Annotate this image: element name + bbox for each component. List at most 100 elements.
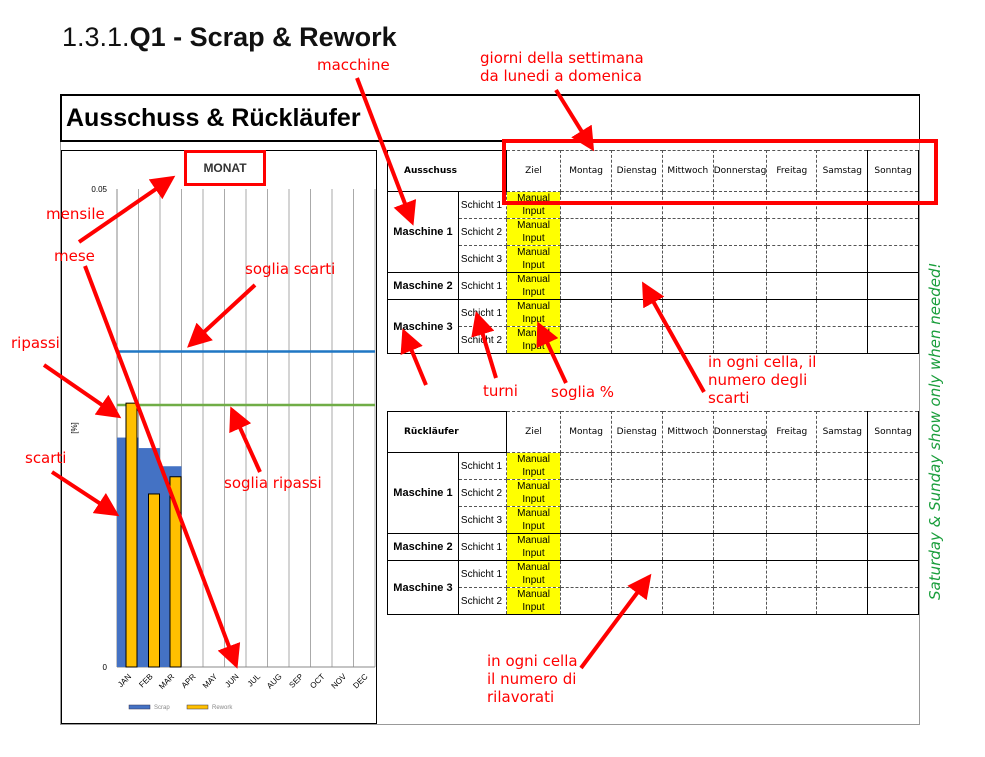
count-cell[interactable] bbox=[867, 218, 919, 246]
count-cell[interactable] bbox=[816, 218, 869, 246]
target-input-cell[interactable]: Manual Input bbox=[505, 506, 562, 534]
count-cell[interactable] bbox=[816, 452, 869, 480]
count-cell[interactable] bbox=[610, 191, 663, 219]
count-cell[interactable] bbox=[661, 506, 714, 534]
count-cell[interactable] bbox=[712, 479, 768, 507]
target-input-cell[interactable]: Manual Input bbox=[505, 272, 562, 300]
count-cell[interactable] bbox=[766, 299, 818, 327]
count-cell[interactable] bbox=[867, 587, 919, 615]
target-input-cell[interactable]: Manual Input bbox=[505, 587, 562, 615]
count-cell[interactable] bbox=[610, 560, 663, 588]
count-cell[interactable] bbox=[867, 272, 919, 300]
count-cell[interactable] bbox=[712, 533, 768, 561]
count-cell[interactable] bbox=[661, 479, 714, 507]
day-header: Mittwoch bbox=[661, 411, 714, 453]
count-cell[interactable] bbox=[661, 533, 714, 561]
count-cell[interactable] bbox=[610, 587, 663, 615]
chart-title: MONAT bbox=[184, 150, 266, 186]
target-input-cell[interactable]: Manual Input bbox=[505, 452, 562, 480]
count-cell[interactable] bbox=[816, 506, 869, 534]
target-input-cell[interactable]: Manual Input bbox=[505, 191, 562, 219]
count-cell[interactable] bbox=[766, 506, 818, 534]
target-input-cell[interactable]: Manual Input bbox=[505, 533, 562, 561]
count-cell[interactable] bbox=[867, 245, 919, 273]
count-cell[interactable] bbox=[661, 245, 714, 273]
count-cell[interactable] bbox=[816, 479, 869, 507]
count-cell[interactable] bbox=[560, 479, 612, 507]
count-cell[interactable] bbox=[661, 272, 714, 300]
count-cell[interactable] bbox=[712, 272, 768, 300]
count-cell[interactable] bbox=[816, 326, 869, 354]
count-cell[interactable] bbox=[867, 479, 919, 507]
count-cell[interactable] bbox=[766, 560, 818, 588]
count-cell[interactable] bbox=[867, 560, 919, 588]
count-cell[interactable] bbox=[766, 326, 818, 354]
count-cell[interactable] bbox=[712, 452, 768, 480]
count-cell[interactable] bbox=[661, 560, 714, 588]
count-cell[interactable] bbox=[816, 299, 869, 327]
count-cell[interactable] bbox=[610, 533, 663, 561]
count-cell[interactable] bbox=[816, 587, 869, 615]
count-cell[interactable] bbox=[560, 506, 612, 534]
count-cell[interactable] bbox=[661, 191, 714, 219]
count-cell[interactable] bbox=[712, 326, 768, 354]
count-cell[interactable] bbox=[766, 587, 818, 615]
count-cell[interactable] bbox=[560, 452, 612, 480]
count-cell[interactable] bbox=[712, 299, 768, 327]
count-cell[interactable] bbox=[661, 326, 714, 354]
count-cell[interactable] bbox=[766, 452, 818, 480]
x-tick-label: OCT bbox=[308, 672, 326, 690]
count-cell[interactable] bbox=[867, 299, 919, 327]
count-cell[interactable] bbox=[712, 587, 768, 615]
shift-label: Schicht 1 bbox=[457, 299, 507, 327]
count-cell[interactable] bbox=[560, 560, 612, 588]
count-cell[interactable] bbox=[610, 245, 663, 273]
target-input-cell[interactable]: Manual Input bbox=[505, 479, 562, 507]
count-cell[interactable] bbox=[766, 479, 818, 507]
count-cell[interactable] bbox=[560, 191, 612, 219]
count-cell[interactable] bbox=[766, 533, 818, 561]
count-cell[interactable] bbox=[816, 272, 869, 300]
count-cell[interactable] bbox=[766, 245, 818, 273]
count-cell[interactable] bbox=[766, 272, 818, 300]
count-cell[interactable] bbox=[867, 326, 919, 354]
count-cell[interactable] bbox=[712, 506, 768, 534]
legend-swatch bbox=[186, 704, 209, 710]
target-input-cell[interactable]: Manual Input bbox=[505, 299, 562, 327]
count-cell[interactable] bbox=[867, 452, 919, 480]
count-cell[interactable] bbox=[610, 272, 663, 300]
count-cell[interactable] bbox=[610, 299, 663, 327]
count-cell[interactable] bbox=[867, 533, 919, 561]
count-cell[interactable] bbox=[766, 218, 818, 246]
count-cell[interactable] bbox=[712, 218, 768, 246]
target-input-cell[interactable]: Manual Input bbox=[505, 245, 562, 273]
count-cell[interactable] bbox=[712, 560, 768, 588]
count-cell[interactable] bbox=[661, 587, 714, 615]
count-cell[interactable] bbox=[560, 587, 612, 615]
count-cell[interactable] bbox=[610, 218, 663, 246]
count-cell[interactable] bbox=[610, 479, 663, 507]
count-cell[interactable] bbox=[867, 506, 919, 534]
count-cell[interactable] bbox=[712, 245, 768, 273]
target-input-cell[interactable]: Manual Input bbox=[505, 218, 562, 246]
count-cell[interactable] bbox=[816, 533, 869, 561]
count-cell[interactable] bbox=[560, 272, 612, 300]
count-cell[interactable] bbox=[560, 245, 612, 273]
count-cell[interactable] bbox=[560, 218, 612, 246]
count-cell[interactable] bbox=[560, 533, 612, 561]
count-cell[interactable] bbox=[610, 452, 663, 480]
count-cell[interactable] bbox=[867, 191, 919, 219]
count-cell[interactable] bbox=[560, 299, 612, 327]
count-cell[interactable] bbox=[816, 560, 869, 588]
target-input-cell[interactable]: Manual Input bbox=[505, 326, 562, 354]
target-input-cell[interactable]: Manual Input bbox=[505, 560, 562, 588]
count-cell[interactable] bbox=[560, 326, 612, 354]
count-cell[interactable] bbox=[610, 326, 663, 354]
count-cell[interactable] bbox=[661, 218, 714, 246]
count-cell[interactable] bbox=[661, 452, 714, 480]
count-cell[interactable] bbox=[661, 299, 714, 327]
count-cell[interactable] bbox=[816, 245, 869, 273]
count-cell[interactable] bbox=[610, 506, 663, 534]
